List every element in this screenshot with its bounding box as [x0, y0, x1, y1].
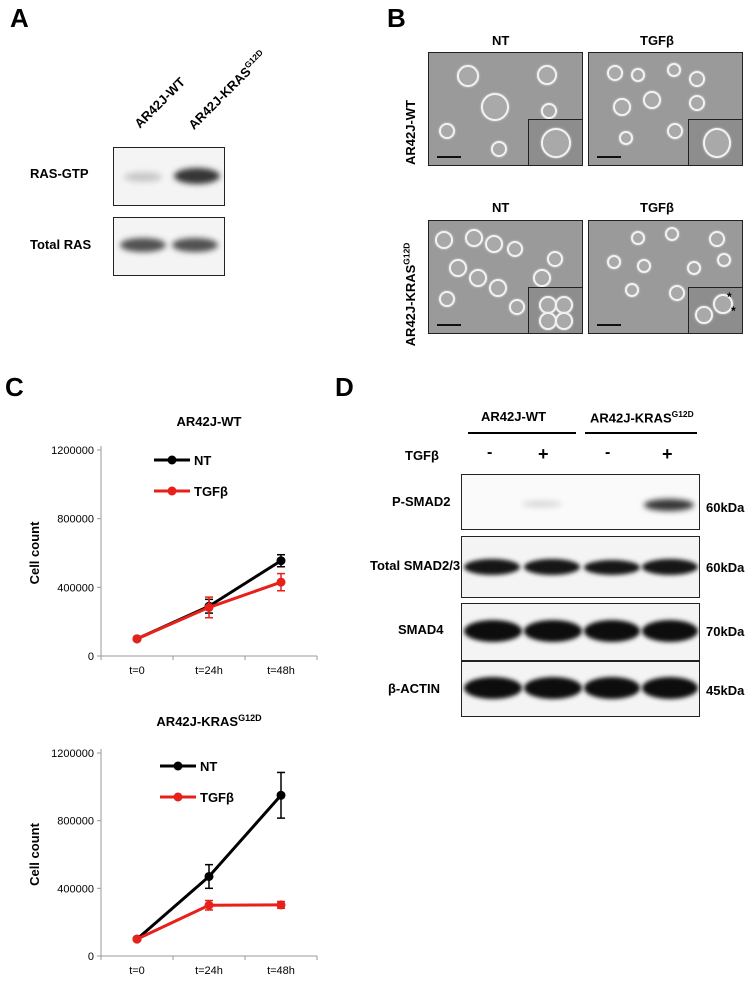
micrograph-kras-nt — [428, 220, 583, 334]
legend-marker — [167, 455, 177, 465]
x-tick-label: t=24h — [195, 665, 223, 677]
panel-label-a: A — [10, 3, 29, 33]
size-label-actin: 45kDa — [706, 683, 745, 698]
blot-total-ras — [113, 217, 225, 276]
row-label-total-smad: Total SMAD2/3 — [370, 558, 461, 573]
blot-ras-gtp — [113, 147, 225, 206]
data-point — [204, 900, 214, 910]
treatment-label: TGFβ — [405, 448, 439, 463]
data-point — [276, 790, 286, 800]
size-label-smad4: 70kDa — [706, 624, 745, 639]
blot-total-smad — [461, 536, 700, 598]
data-point — [132, 634, 142, 644]
legend-label: NT — [194, 453, 211, 468]
col-label-nt-bottom: NT — [492, 200, 510, 215]
row-label-actin: β-ACTIN — [388, 681, 440, 696]
treatment-sign: + — [538, 444, 549, 464]
x-tick-label: t=24h — [195, 965, 223, 977]
asterisk-marker: * — [731, 304, 736, 318]
data-point — [132, 934, 142, 944]
row-label-ras-gtp: RAS-GTP — [30, 166, 89, 181]
col-label-tgf-bottom: TGFβ — [640, 200, 674, 215]
y-tick-label: 400000 — [57, 883, 94, 895]
x-tick-label: t=48h — [267, 965, 295, 977]
y-tick-label: 800000 — [57, 514, 94, 526]
legend-label: NT — [200, 759, 217, 774]
legend-label: TGFβ — [200, 790, 234, 805]
x-tick-label: t=48h — [267, 665, 295, 677]
y-tick-label: 800000 — [57, 816, 94, 828]
group-label-wt: AR42J-WT — [481, 409, 547, 424]
row-label-kras-micro: AR42J-KRASG12D — [401, 242, 418, 347]
row-label-wt-micro: AR42J-WT — [403, 99, 418, 165]
y-tick-label: 1200000 — [51, 445, 94, 457]
y-tick-label: 1200000 — [51, 748, 94, 760]
y-axis-label: Cell count — [27, 521, 42, 585]
blot-psmad2 — [461, 474, 700, 530]
x-tick-label: t=0 — [129, 965, 145, 977]
data-point — [276, 556, 286, 566]
growth-chart-kras: AR42J-KRASG12D 0 400000 800000 1200000 t=0 t=2… — [27, 713, 318, 977]
chart-title-superscript: G12D — [238, 713, 262, 723]
treatment-sign: - — [487, 444, 493, 461]
row-label-total-ras: Total RAS — [30, 237, 92, 252]
blot-actin — [461, 661, 700, 717]
micrograph-kras-tgf: * * — [588, 220, 743, 334]
panel-label-d: D — [335, 372, 354, 402]
x-tick-label: t=0 — [129, 665, 145, 677]
y-tick-label: 0 — [88, 951, 94, 963]
legend-marker — [173, 761, 183, 771]
treatment-sign: - — [605, 444, 611, 461]
chart-title: AR42J-WT — [176, 414, 241, 429]
treatment-sign: + — [662, 444, 673, 464]
micrograph-wt-nt — [428, 52, 583, 166]
blot-smad4 — [461, 603, 700, 661]
micrograph-wt-tgf — [588, 52, 743, 166]
legend-marker — [173, 792, 183, 802]
group-line-wt — [468, 432, 576, 434]
size-label-total-smad: 60kDa — [706, 560, 745, 575]
chart-title: AR42J-KRASG12D — [156, 713, 262, 729]
size-label-psmad2: 60kDa — [706, 500, 745, 515]
panel-label-b: B — [387, 3, 406, 33]
data-point — [204, 602, 214, 612]
growth-chart-wt: AR42J-WT 0 400000 800000 1200000 t=0 t=24h t=48… — [27, 414, 318, 677]
data-point — [276, 577, 286, 587]
legend-label: TGFβ — [194, 484, 228, 499]
y-tick-label: 400000 — [57, 582, 94, 594]
data-point — [276, 900, 286, 910]
data-point — [204, 871, 214, 881]
group-line-kras — [585, 432, 697, 434]
panel-label-c: C — [5, 372, 24, 402]
lane-label-wt: AR42J-WT — [131, 74, 188, 131]
y-axis-label: Cell count — [27, 822, 42, 886]
legend-marker — [167, 486, 177, 496]
row-label-psmad2: P-SMAD2 — [392, 494, 451, 509]
col-label-nt-top: NT — [492, 33, 510, 48]
y-tick-label: 0 — [88, 651, 94, 663]
col-label-tgf-top: TGFβ — [640, 33, 674, 48]
lane-label-kras: AR42J-KRASG12D — [185, 47, 265, 133]
group-label-kras: AR42J-KRASG12D — [590, 409, 694, 426]
asterisk-marker: * — [727, 290, 732, 304]
row-label-smad4: SMAD4 — [398, 622, 444, 637]
